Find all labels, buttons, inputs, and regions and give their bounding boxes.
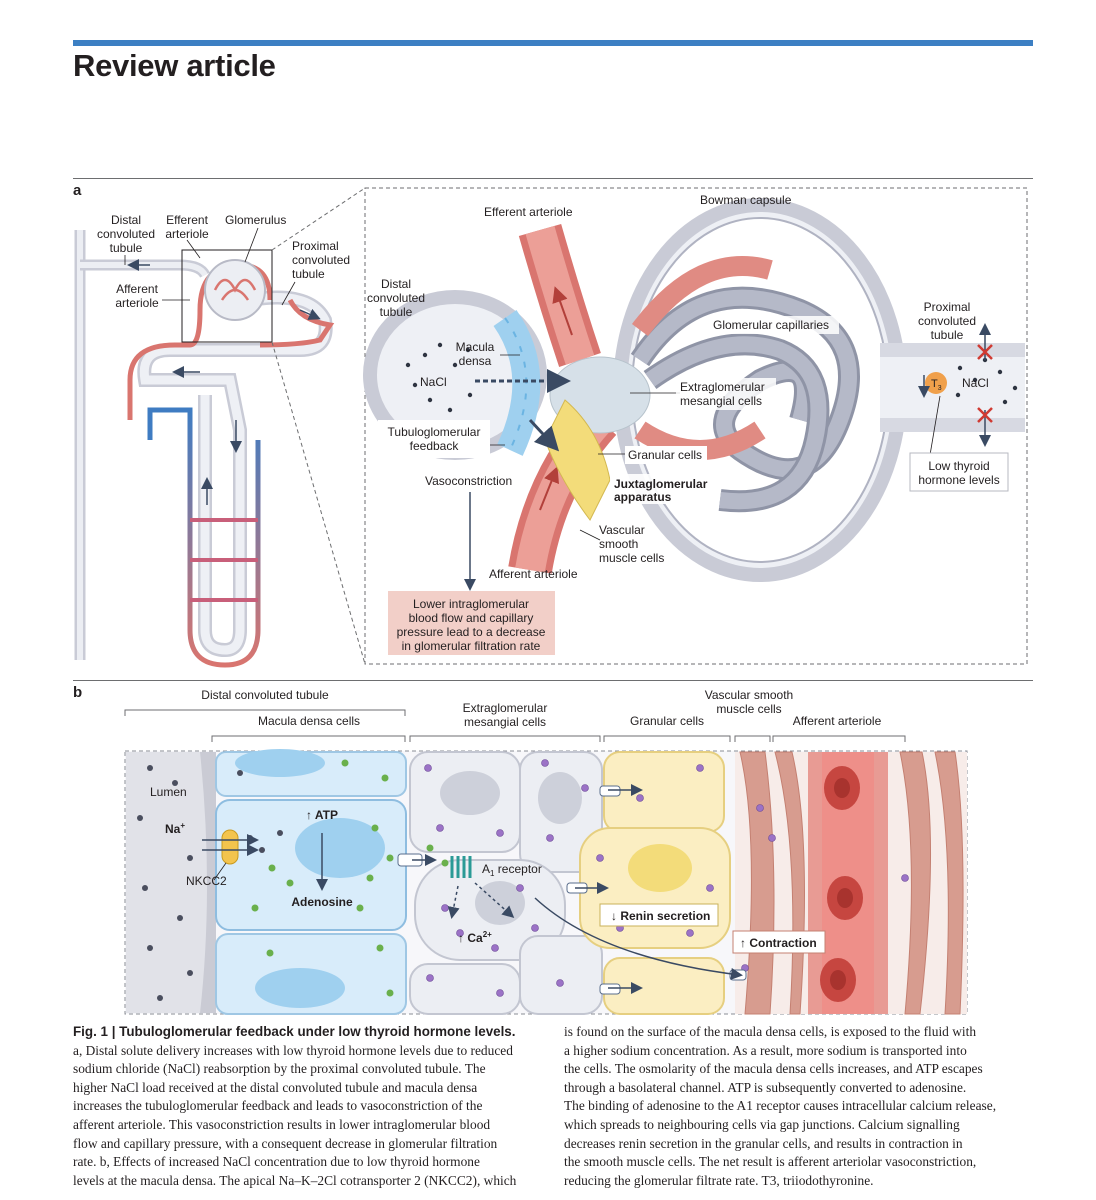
caption-line: the cells. The osmolarity of the macula … <box>564 1061 983 1077</box>
caption-right-text: is found on the surface of the macula de… <box>564 1023 1034 1190</box>
caption-line: sodium chloride (NaCl) reabsorption by t… <box>73 1061 486 1077</box>
caption-left-column: Fig. 1 | Tubuloglomerular feedback under… <box>73 1023 543 1190</box>
label-contraction: ↑ Contraction <box>740 936 817 950</box>
caption-line: which spreads to neighbouring cells via … <box>564 1116 960 1132</box>
caption-line: levels at the macula densa. The apical N… <box>73 1172 517 1188</box>
caption-line: The binding of adenosine to the A1 recep… <box>564 1098 997 1114</box>
page-title: Review article <box>73 48 276 83</box>
header-afferent-arteriole: Afferent arteriole <box>793 714 882 728</box>
panel-a-letter: a <box>73 182 82 199</box>
label-afferent-arteriole-zoom: Afferent arteriole <box>489 567 578 581</box>
label-renin-secretion: ↓ Renin secretion <box>611 909 710 923</box>
caption-line: a, Distal solute delivery increases with… <box>73 1042 513 1058</box>
caption-line: is found on the surface of the macula de… <box>564 1024 977 1039</box>
panel-b-letter: b <box>73 684 83 701</box>
panel-b-rule <box>73 680 1033 681</box>
panel-b-figure: Distal convoluted tubule Macula densa ce… <box>124 688 968 1015</box>
caption-line: the smooth muscle cells. The net result … <box>564 1154 977 1170</box>
header-macula-densa-cells: Macula densa cells <box>258 714 360 728</box>
label-nkcc2: NKCC2 <box>186 874 227 888</box>
label-t3: T3 <box>931 378 942 392</box>
label-adenosine: Adenosine <box>291 895 353 909</box>
label-atp: ↑ ATP <box>306 808 338 822</box>
caption-line: decreases renin secretion in the granula… <box>564 1135 963 1151</box>
label-a1-receptor: A1 receptor <box>482 862 542 878</box>
label-nacl-left: NaCl <box>420 375 447 389</box>
caption-line: reducing the glomerular filtrate rate. T… <box>564 1172 874 1188</box>
caption-right-column: is found on the surface of the macula de… <box>564 1023 1034 1190</box>
caption-line: afferent arteriole. This vasoconstrictio… <box>73 1116 491 1132</box>
label-na: Na+ <box>165 821 185 836</box>
caption-line: through a basolateral channel. ATP is su… <box>564 1079 967 1095</box>
header-accent-bar <box>73 40 1033 46</box>
header-distal-tubule: Distal convoluted tubule <box>201 688 329 702</box>
label-lumen: Lumen <box>150 785 187 799</box>
caption-line: rate. b, Effects of increased NaCl conce… <box>73 1154 480 1170</box>
caption-left-text: a, Distal solute delivery increases with… <box>73 1042 543 1191</box>
label-nacl-right: NaCl <box>962 376 989 390</box>
label-granular-cells: Granular cells <box>628 448 702 462</box>
caption-line: higher NaCl load received at the distal … <box>73 1079 478 1095</box>
caption-line: increases the tubuloglomerular feedback … <box>73 1098 483 1114</box>
caption-line: flow and capillary pressure, with a cons… <box>73 1135 498 1151</box>
panel-a-rule <box>73 178 1033 179</box>
label-vasoconstriction: Vasoconstriction <box>425 474 512 488</box>
label-bowman-capsule: Bowman capsule <box>700 193 792 207</box>
label-glomerular-capillaries: Glomerular capillaries <box>713 318 829 332</box>
juxtaglomerular-zoom: Efferent arteriole Bowman capsule Distal… <box>363 187 1028 665</box>
figure-caption-title: Fig. 1 | Tubuloglomerular feedback under… <box>73 1024 516 1039</box>
caption-line: a higher sodium concentration. As a resu… <box>564 1042 967 1058</box>
label-calcium: ↑ Ca2+ <box>458 930 492 945</box>
label-efferent-arteriole-zoom: Efferent arteriole <box>484 205 573 219</box>
label-glomerulus: Glomerulus <box>225 213 286 227</box>
header-granular-cells: Granular cells <box>630 714 704 728</box>
